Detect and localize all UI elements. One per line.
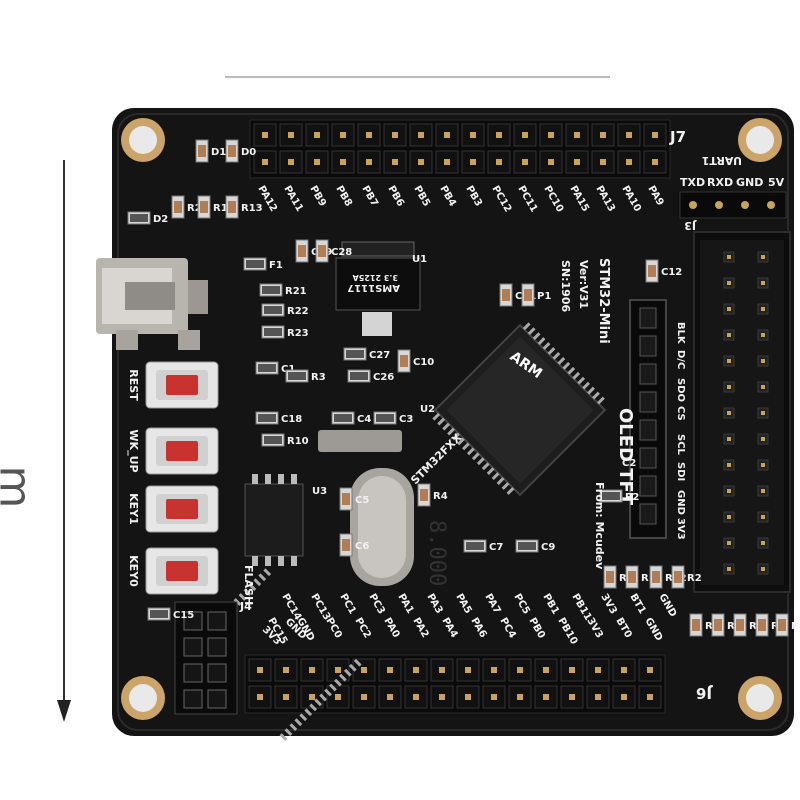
display-pin-label: BLK: [675, 322, 686, 345]
mcu-chip: [189, 322, 607, 741]
designator-label: D0: [241, 147, 256, 158]
designator-label: C15: [173, 610, 194, 621]
designator-label: R16: [213, 203, 235, 214]
socket-pin: [639, 307, 657, 329]
designator-label: C18: [281, 414, 302, 425]
crystal-label: 8.000: [424, 520, 449, 586]
display-pin-label: SDI: [675, 462, 686, 481]
wkup-button[interactable]: WK_UP: [127, 427, 219, 475]
designator-label: F1: [269, 260, 283, 271]
j3-label: J3: [684, 219, 697, 232]
j7-label: J7: [669, 128, 686, 146]
usb-connector: [96, 258, 208, 350]
socket-pin: [639, 391, 657, 413]
designator-label: R10: [287, 436, 309, 447]
j4-label: J4: [239, 600, 252, 613]
designator-label: C3: [399, 414, 413, 425]
regulator-ams1117: [335, 241, 421, 336]
socket-pin: [639, 335, 657, 357]
key1-label: KEY1: [127, 493, 140, 525]
reset-label: REST: [127, 369, 140, 401]
socket-pin: [639, 363, 657, 385]
designator-label: C6: [355, 541, 369, 552]
display-label: OLED TFT: [615, 408, 636, 506]
j6-label: J6: [696, 684, 713, 702]
mounting-holes: [121, 118, 782, 720]
designator-label: C12: [661, 267, 682, 278]
uart-pin-1: TXD: [680, 176, 705, 189]
designator-label: R23: [287, 328, 309, 339]
designator-label: C4: [357, 414, 371, 425]
designator-label: R21: [285, 286, 307, 297]
display-pin-label: 3V3: [675, 518, 686, 540]
board-title: STM32-Mini: [596, 258, 611, 344]
uart-pin-3: GND: [736, 176, 763, 189]
designator-label: C26: [373, 372, 394, 383]
reset-button[interactable]: REST: [127, 361, 219, 409]
display-pin-label: D/C: [675, 350, 686, 369]
designator-label: R3: [311, 372, 326, 383]
designator-label: D1: [211, 147, 226, 158]
designator-label: U1: [412, 254, 427, 265]
key1-button[interactable]: KEY1: [127, 485, 219, 533]
header-j4: [174, 601, 238, 715]
display-pin-label: SCL: [675, 434, 686, 456]
designator-label: R5: [791, 621, 800, 632]
designator-label: R2: [687, 573, 702, 584]
board-serial: SN:1906: [559, 260, 572, 312]
uart-pin-4: 5V: [768, 176, 785, 189]
header-j3-uart: [679, 191, 787, 219]
designator-label: R13: [241, 203, 263, 214]
socket-pin: [639, 447, 657, 469]
designator-label: C10: [413, 357, 434, 368]
designator-label: U3: [312, 486, 327, 497]
socket-pin: [639, 503, 657, 525]
flash-chip: [244, 474, 304, 566]
board-author: From: Mcudev: [593, 482, 606, 570]
rtc-crystal: [318, 430, 402, 452]
regulator-code: 3.3 2125A: [352, 273, 398, 282]
uart-label: UART1: [702, 154, 742, 167]
key0-label: KEY0: [127, 555, 140, 587]
designator-label: C5: [355, 495, 369, 506]
designator-label: U2: [420, 404, 435, 415]
designator-label: P2: [625, 492, 639, 503]
socket-pin: [639, 475, 657, 497]
designator-label: P1: [537, 291, 551, 302]
designator-label: C28: [331, 247, 352, 258]
designator-label: C27: [369, 350, 390, 361]
display-pin-label: CS: [675, 406, 686, 421]
designator-label: R22: [287, 306, 309, 317]
board-version: Ver:V31: [577, 260, 590, 309]
designator-label: C7: [489, 542, 503, 553]
wkup-label: WK_UP: [127, 429, 140, 472]
right-expansion-header: [693, 231, 791, 593]
key0-button[interactable]: KEY0: [127, 547, 219, 595]
crystal-oscillator: [350, 468, 414, 586]
designator-label: C2: [622, 458, 636, 469]
display-pin-label: GND: [675, 490, 686, 515]
designator-label: R4: [433, 491, 448, 502]
socket-pin: [639, 419, 657, 441]
display-pin-label: SDO: [675, 378, 686, 402]
flash-label: FLASH: [242, 565, 255, 605]
regulator-label: AMS1117: [347, 282, 400, 293]
uart-pin-2: RXD: [707, 176, 733, 189]
dimension-arrow: [57, 160, 71, 722]
designator-label: D2: [153, 214, 168, 225]
designator-label: C9: [541, 542, 555, 553]
